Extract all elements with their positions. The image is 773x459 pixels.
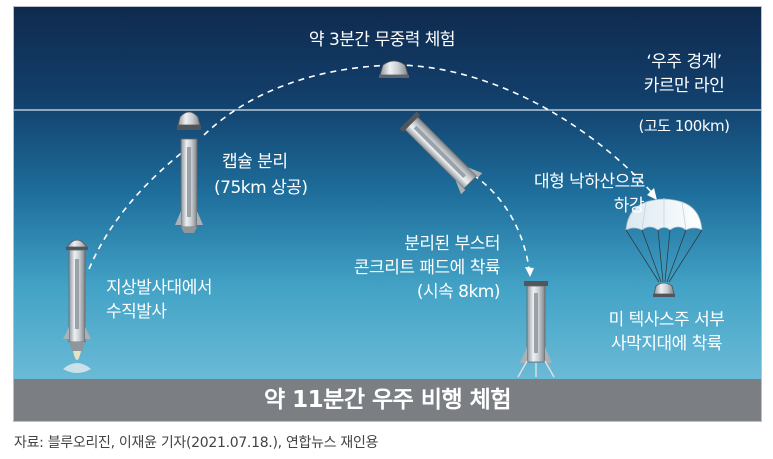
diagram-panel: 약 3분간 무중력 체험 ‘우주 경계’ 카르만 라인 (고도 100km) 캡… [13,6,762,422]
capsule-separation-label: 캡슐 분리 [222,152,288,172]
parachute-label-line1: 대형 낙하산으로 [534,172,645,192]
rocket-capsule-separation [175,111,203,233]
launch-label-line2: 수직발사 [106,302,167,322]
capsule-landing-label-line1: 미 텍사스주 서부 [608,310,725,330]
booster-return-path [463,168,530,270]
booster-descending [399,111,483,195]
source-credit: 자료: 블루오리진, 이재윤 기자(2021.07.18.), 연합뉴스 재인용 [14,435,379,451]
launch-label-line1: 지상발사대에서 [106,278,212,298]
flight-scene [14,60,761,378]
path-arrow-booster [525,267,534,277]
capsule-separation-altitude: (75km 상공) [214,178,308,198]
path-arrow-capsule [647,188,657,200]
booster-landing-label-line1: 분리된 부스터 [404,234,500,254]
zero-gravity-label: 약 3분간 무중력 체험 [308,30,456,50]
booster-landed [517,281,555,378]
parachute-label-line2: 하강 [613,196,645,216]
booster-landing-speed: (시속 8km) [416,282,501,302]
capsule-apogee [379,60,409,78]
ground [14,379,761,421]
capsule-landing-label-line2: 사막지대에 착륙 [611,334,722,354]
karman-line-title: ‘우주 경계’ [646,52,722,72]
booster-landing-label-line2: 콘크리트 패드에 착륙 [353,258,501,278]
flight-duration-title: 약 11분간 우주 비행 체험 [264,387,511,413]
ascent-path-1 [88,146,190,270]
karman-line-name: 카르만 라인 [643,76,725,96]
rocket-launch [63,239,91,373]
karman-line-altitude: (고도 100km) [638,117,730,135]
parachute-capsule [625,198,703,297]
